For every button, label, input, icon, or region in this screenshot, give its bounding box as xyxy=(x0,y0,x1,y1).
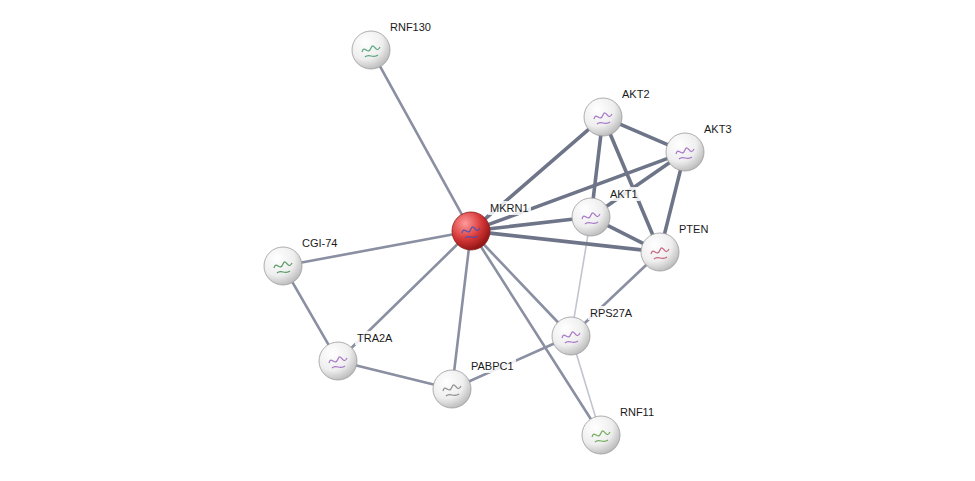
interaction-line xyxy=(608,226,643,244)
protein-name: RNF130 xyxy=(388,20,433,34)
protein-node: RPS27A xyxy=(551,316,591,356)
protein-node: RNF130 xyxy=(351,30,391,70)
sphere-outline xyxy=(572,198,610,236)
protein-node: PABPC1 xyxy=(432,369,472,409)
interaction-line xyxy=(593,136,600,198)
interaction-line xyxy=(481,247,591,419)
sphere-outline xyxy=(319,342,357,380)
protein-node: AKT1 xyxy=(571,197,611,237)
interaction-line xyxy=(620,124,667,144)
interaction-line xyxy=(293,282,329,344)
protein-sphere xyxy=(451,211,491,251)
sphere-outline xyxy=(552,317,590,355)
structure-icon xyxy=(592,431,610,442)
structure-icon xyxy=(329,357,347,368)
protein-name: MKRN1 xyxy=(488,201,531,215)
protein-sphere xyxy=(640,232,680,272)
structure-icon xyxy=(462,227,480,238)
structure-icon xyxy=(443,385,461,396)
interaction-line xyxy=(356,366,433,385)
protein-node: CGI-74 xyxy=(263,246,303,286)
protein-sphere xyxy=(432,369,472,409)
sphere-outline xyxy=(666,133,704,171)
sphere-outline xyxy=(433,370,471,408)
interaction-line xyxy=(485,129,588,218)
protein-name: RPS27A xyxy=(588,306,634,320)
protein-name: AKT1 xyxy=(608,187,640,201)
protein-name: PABPC1 xyxy=(469,359,516,373)
interaction-line xyxy=(577,354,596,417)
structure-icon xyxy=(594,113,612,124)
sphere-outline xyxy=(582,416,620,454)
sphere-outline xyxy=(452,212,490,250)
structure-icon xyxy=(676,148,694,159)
protein-name: TRA2A xyxy=(355,331,394,345)
sphere-outline xyxy=(584,98,622,136)
protein-sphere xyxy=(351,30,391,70)
structure-icon xyxy=(562,332,580,343)
protein-sphere xyxy=(551,316,591,356)
protein-name: CGI-74 xyxy=(300,236,339,250)
sphere-outline xyxy=(352,31,390,69)
protein-sphere xyxy=(665,132,705,172)
protein-sphere xyxy=(583,97,623,137)
interaction-line xyxy=(574,236,588,318)
protein-node: MKRN1 xyxy=(451,211,491,251)
protein-name: AKT3 xyxy=(702,122,734,136)
structure-icon xyxy=(582,213,600,224)
interaction-line xyxy=(484,245,558,322)
protein-node: AKT3 xyxy=(665,132,705,172)
protein-sphere xyxy=(581,415,621,455)
protein-name: PTEN xyxy=(677,222,710,236)
structure-icon xyxy=(651,248,669,259)
interaction-line xyxy=(610,135,652,235)
interaction-line xyxy=(380,67,462,215)
sphere-outline xyxy=(264,247,302,285)
protein-name: AKT2 xyxy=(620,87,652,101)
protein-name: RNF11 xyxy=(618,405,656,419)
sphere-outline xyxy=(641,233,679,271)
protein-node: RNF11 xyxy=(581,415,621,455)
protein-node: TRA2A xyxy=(318,341,358,381)
protein-sphere xyxy=(263,246,303,286)
protein-node: AKT2 xyxy=(583,97,623,137)
protein-node: PTEN xyxy=(640,232,680,272)
protein-sphere xyxy=(571,197,611,237)
interaction-line xyxy=(352,244,458,347)
interaction-line xyxy=(490,233,641,250)
protein-sphere xyxy=(318,341,358,381)
interaction-line xyxy=(585,265,646,323)
structure-icon xyxy=(274,262,292,273)
interaction-line xyxy=(454,250,468,370)
interaction-line xyxy=(469,344,553,382)
structure-icon xyxy=(362,46,380,57)
